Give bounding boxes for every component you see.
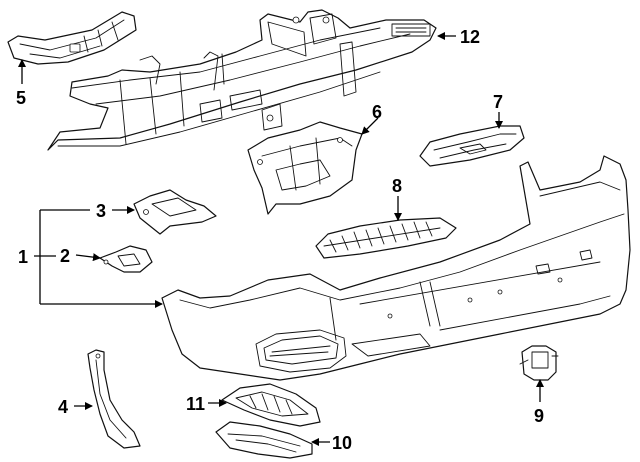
callout-3: 3 (96, 201, 106, 221)
callout-4: 4 (58, 397, 68, 417)
part-1-bumper-fascia (161, 155, 631, 381)
leader-2 (75, 253, 101, 262)
part-3-bracket (133, 189, 217, 235)
callout-2: 2 (60, 246, 70, 266)
callout-7: 7 (493, 92, 503, 112)
part-11-grille (221, 383, 321, 427)
part-10-cover (215, 421, 313, 459)
part-5-bracket (7, 11, 137, 65)
leader-lines (18, 32, 544, 446)
callout-6: 6 (372, 102, 382, 122)
callouts: 12 5 6 7 8 3 2 1 4 11 10 9 (16, 27, 544, 453)
callout-5: 5 (16, 88, 26, 108)
callout-11: 11 (186, 394, 205, 414)
callout-9: 9 (534, 406, 544, 426)
callout-8: 8 (392, 176, 402, 196)
leader-6 (361, 117, 379, 135)
part-7-step-pad (419, 125, 525, 167)
part-2-bracket (99, 245, 153, 273)
part-4-bracket (87, 349, 141, 449)
part-8-step-insert (315, 217, 457, 259)
callout-1: 1 (18, 247, 28, 267)
part-9-sensor (519, 345, 559, 381)
part-12-hitch-frame (47, 9, 437, 151)
part-6-shield (247, 121, 363, 215)
callout-12: 12 (460, 27, 480, 47)
callout-10: 10 (332, 433, 352, 453)
